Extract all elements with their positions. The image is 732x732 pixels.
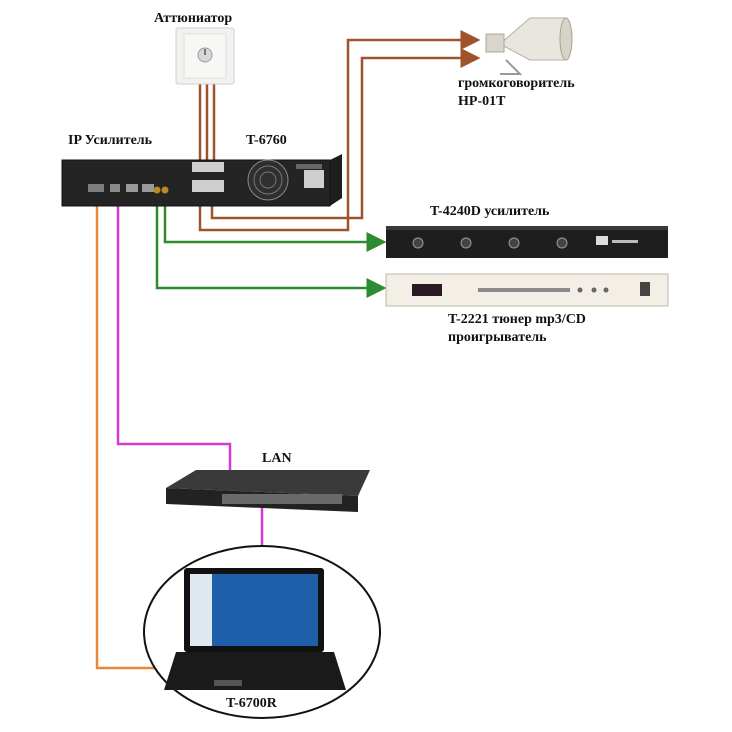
ip-amplifier-device — [61, 154, 342, 207]
speaker-wires — [198, 30, 481, 232]
attenuator-label: Аттюниатор — [154, 11, 233, 26]
loudspeaker-label-line1: громкоговоритель — [458, 76, 575, 91]
loudspeaker-label-line2: HP-01T — [458, 94, 506, 109]
power-amplifier-device — [386, 226, 668, 258]
laptop-label: T-6700R — [226, 696, 277, 711]
lan-wire — [116, 192, 264, 570]
lan-label: LAN — [262, 451, 292, 466]
laptop-device — [143, 545, 381, 719]
tuner-label-line2: проигрыватель — [448, 330, 547, 345]
tuner-device — [385, 273, 669, 307]
attenuator-wires — [198, 82, 216, 160]
loudspeaker-device — [485, 17, 573, 75]
power-amplifier-label: T-4240D усилитель — [430, 204, 550, 219]
ip-amplifier-model-label: T-6760 — [246, 133, 287, 148]
ip-amplifier-label: IP Усилитель — [68, 133, 153, 148]
tuner-label-line1: T-2221 тюнер mp3/CD — [448, 312, 586, 327]
attenuator-device — [175, 27, 235, 85]
audio-wires — [155, 196, 387, 298]
lan-switch-device — [166, 470, 370, 512]
